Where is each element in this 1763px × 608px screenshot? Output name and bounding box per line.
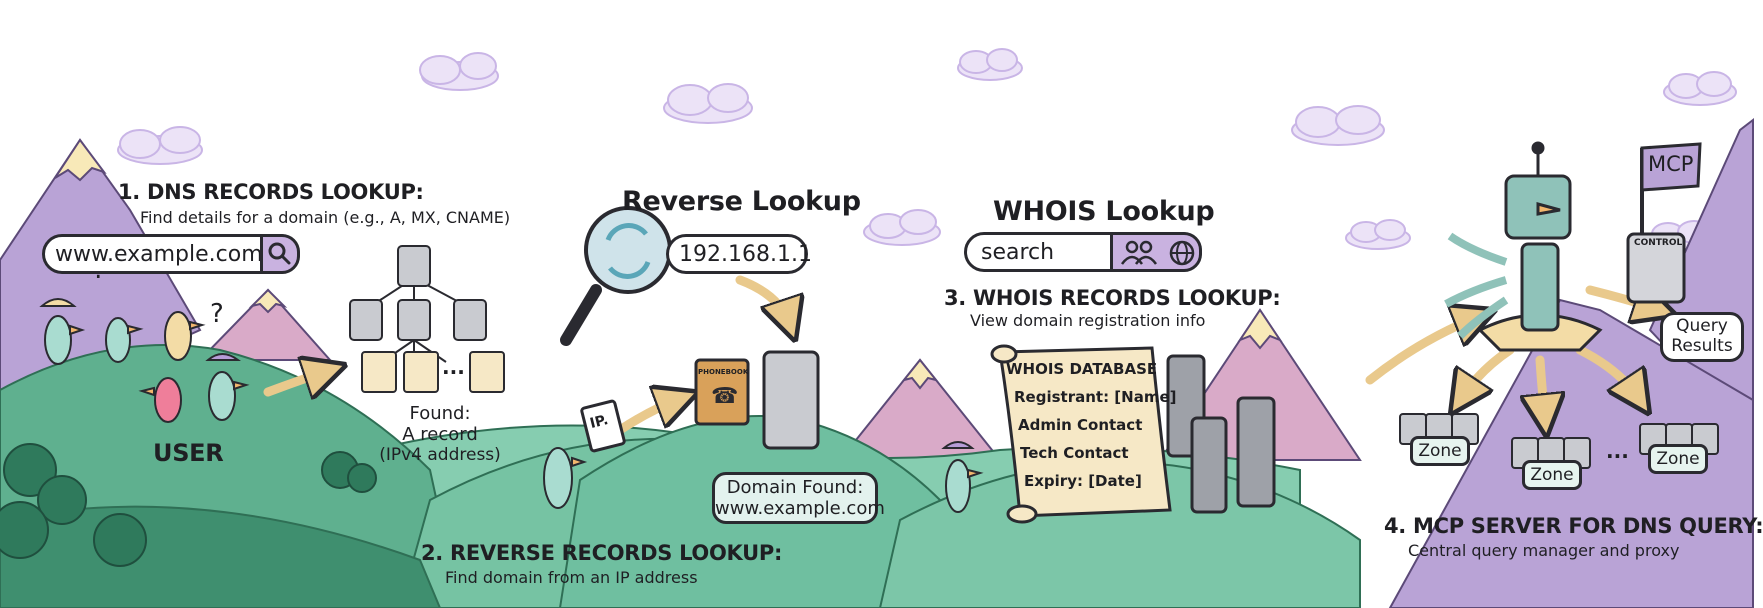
- mountain-pink-left: [197, 288, 333, 361]
- bird: [941, 441, 984, 513]
- query-results-bubble: Query Results: [1660, 312, 1744, 362]
- whois-search-bar[interactable]: search: [964, 232, 1202, 272]
- snow-cap: [248, 288, 288, 314]
- bird: [543, 447, 588, 509]
- server-tree: [349, 245, 505, 393]
- dns-search-input[interactable]: www.example.com: [55, 242, 263, 267]
- record-scroll: [403, 351, 439, 393]
- phonebook-label: PHONEBOOK: [698, 368, 749, 376]
- server-ellipsis: ...: [442, 355, 465, 379]
- record-scroll: [361, 351, 397, 393]
- reverse-lookup-heading: Reverse Lookup: [622, 186, 861, 217]
- arrow-mcp-zone-1: [1460, 345, 1515, 400]
- ip-address-value[interactable]: 192.168.1.1: [679, 242, 812, 267]
- whois-lookup-heading: WHOIS Lookup: [993, 196, 1215, 227]
- reverse-lookup-subtitle: Find domain from an IP address: [445, 568, 698, 587]
- clouds: [117, 48, 1737, 253]
- dns-lookup-subtitle: Find details for a domain (e.g., A, MX, …: [140, 208, 511, 227]
- dns-found-line3: (IPv4 address): [379, 445, 501, 465]
- arrow-whois-to-mcp: [1365, 316, 1480, 385]
- bird: [205, 353, 250, 421]
- phone-icon: ☎: [711, 384, 739, 409]
- whois-database-line: Registrant: [Name]: [1014, 388, 1177, 406]
- record-scroll: [469, 351, 505, 393]
- cloud: [863, 209, 941, 246]
- arrow-mcp-results: [1585, 290, 1660, 310]
- cloud: [419, 52, 499, 91]
- whois-lookup-subtitle: View domain registration info: [970, 311, 1206, 330]
- mcp-server-title: 4. MCP SERVER FOR DNS QUERY:: [1384, 514, 1763, 538]
- phonebook: [694, 358, 750, 426]
- dns-found-line1: Found:: [409, 403, 471, 424]
- server: [453, 299, 487, 341]
- zone-label: Zone: [1522, 460, 1582, 490]
- dns-lookup-title: 1. DNS RECORDS LOOKUP:: [118, 180, 424, 204]
- bird: [138, 377, 182, 423]
- cloud: [1291, 105, 1385, 146]
- whois-icon-box[interactable]: [1110, 232, 1202, 272]
- arrow-ip-to-phonebook: [615, 398, 682, 435]
- cloud: [957, 48, 1023, 81]
- zone-ellipsis: ...: [1606, 439, 1629, 463]
- zone-label: Zone: [1410, 436, 1470, 466]
- ip-address-field[interactable]: 192.168.1.1: [666, 234, 812, 274]
- query-results-line1: Query: [1676, 316, 1728, 336]
- arrows: [263, 275, 1660, 435]
- mcp-flag-label: MCP: [1648, 152, 1694, 176]
- whois-database-line: Admin Contact: [1018, 416, 1143, 434]
- people-icon: [1120, 240, 1158, 265]
- globe-icon: [1169, 240, 1195, 266]
- mcp-server-subtitle: Central query manager and proxy: [1408, 541, 1680, 560]
- arrow-mcp-zone-3: [1575, 345, 1640, 400]
- arrow-search-to-server: [735, 275, 790, 325]
- reverse-lookup-title: 2. REVERSE RECORDS LOOKUP:: [421, 541, 783, 565]
- bird: [39, 298, 86, 365]
- domain-found-line1: Domain Found:: [726, 477, 864, 498]
- query-results-line2: Results: [1671, 335, 1733, 356]
- whois-database-scroll: [990, 344, 1172, 524]
- domain-found-line2: www.example.com: [715, 497, 885, 519]
- snow-cap: [901, 358, 939, 390]
- cloud: [117, 126, 203, 165]
- snow-cap: [54, 138, 107, 182]
- whois-database-line: Tech Contact: [1020, 444, 1129, 462]
- user-label: USER: [153, 439, 224, 467]
- zone-label: Zone: [1648, 444, 1708, 474]
- cloud: [1345, 219, 1411, 250]
- snow-cap: [1237, 308, 1283, 350]
- server-large: [762, 350, 820, 450]
- server: [349, 299, 383, 341]
- cloud: [663, 83, 753, 124]
- domain-found-bubble: Domain Found: www.example.com: [712, 472, 885, 524]
- control-panel-label: CONTROL: [1634, 238, 1683, 248]
- bird: [105, 317, 144, 363]
- dns-found-line2: A record: [402, 424, 478, 445]
- magnifier-icon[interactable]: [260, 234, 300, 274]
- whois-search-input[interactable]: search: [981, 240, 1055, 265]
- arrow-user-to-servers: [263, 370, 330, 392]
- ip-card: [580, 399, 626, 453]
- whois-database-title: WHOIS DATABASE: [1006, 360, 1158, 378]
- server: [397, 245, 431, 287]
- bushes: [0, 443, 377, 567]
- cloud: [1663, 71, 1737, 106]
- server: [397, 299, 431, 341]
- arrow-mcp-zone-2: [1540, 355, 1545, 420]
- bird: [164, 311, 206, 361]
- phonebook-server: [580, 350, 820, 453]
- whois-database-line: Expiry: [Date]: [1024, 472, 1142, 490]
- whois-servers: [1166, 354, 1276, 514]
- user-birds: [39, 298, 984, 513]
- reverse-lookup-magnifier-icon: [560, 206, 672, 346]
- whois-lookup-title: 3. WHOIS RECORDS LOOKUP:: [944, 286, 1281, 310]
- mcp-robot: [1444, 141, 1702, 352]
- svg-text:?: ?: [210, 299, 224, 329]
- dns-search-bar[interactable]: www.example.com: [42, 234, 300, 274]
